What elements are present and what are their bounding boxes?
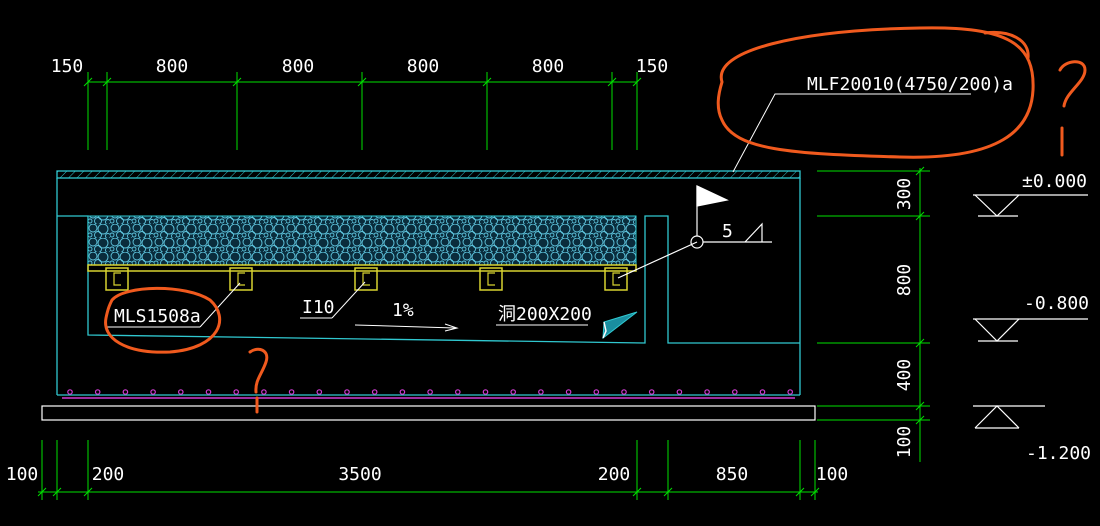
rebar-dot <box>233 389 240 395</box>
annotation-circle-cover-tail <box>983 30 1030 60</box>
rebar-dot <box>648 389 655 395</box>
opening-label: 洞200X200 <box>498 304 592 325</box>
rebar-dot <box>621 389 627 395</box>
rebar-dot <box>538 389 544 395</box>
rebar-dot <box>593 389 600 395</box>
rebar-dot <box>316 389 323 395</box>
drain-structure <box>56 170 801 396</box>
opening-wedge-icon <box>602 311 638 340</box>
dim-bottom-2: 200 <box>92 464 125 485</box>
rebar-dot <box>94 389 101 395</box>
rebar-dot <box>150 389 156 395</box>
rebar-dot <box>178 389 184 395</box>
rebar-dot <box>704 389 710 395</box>
elevation-label-2: -1.200 <box>1026 443 1091 464</box>
right-dimension-chain <box>817 166 930 462</box>
cover-spec-label: MLF20010(4750/200)a <box>807 74 1013 95</box>
bottom-dimension-labels: 100 200 3500 200 850 100 <box>6 464 849 485</box>
weld-size-label: 5 <box>722 221 733 242</box>
support-spec-label: MLS1508a <box>114 306 201 327</box>
beam-label: I10 <box>302 297 335 318</box>
dim-top-5: 800 <box>532 56 565 77</box>
rebar-dot <box>565 389 572 395</box>
annotation-circle-support <box>104 286 221 354</box>
dim-bottom-1: 100 <box>6 464 39 485</box>
hand-annotations <box>104 26 1087 414</box>
base-slab <box>41 405 816 421</box>
dim-bottom-3: 3500 <box>338 464 381 485</box>
dim-top-6: 150 <box>636 56 669 77</box>
rebar-dot <box>399 389 406 395</box>
rebar-dot <box>67 389 73 395</box>
support-leader <box>199 282 241 328</box>
channel-support <box>479 267 503 291</box>
dim-right-1: 300 <box>894 178 915 211</box>
slope-arrow <box>354 324 456 329</box>
rebar-line <box>62 389 795 399</box>
bottom-dimension-chain <box>37 440 820 500</box>
rebar-dot <box>510 389 517 395</box>
elevation-label-1: -0.800 <box>1024 293 1089 314</box>
rebar-dot <box>759 389 766 395</box>
dim-top-3: 800 <box>282 56 315 77</box>
rebar-dot <box>787 389 794 395</box>
channel-support <box>229 267 253 291</box>
dim-top-2: 800 <box>156 56 189 77</box>
annotation-circle-cover <box>716 26 1035 159</box>
top-dimension-labels: 150 800 800 800 800 150 <box>51 56 669 77</box>
rebar-dot <box>676 389 683 395</box>
right-dimension-labels: 300 800 400 100 <box>894 178 915 459</box>
dim-top-1: 150 <box>51 56 84 77</box>
cover-plate <box>56 170 801 179</box>
beam-leader <box>331 281 366 319</box>
channel-support <box>354 267 378 291</box>
elevation-markers <box>973 194 1088 429</box>
rebar-dot <box>371 389 378 395</box>
channel-support <box>105 267 129 291</box>
dim-right-2: 800 <box>894 264 915 297</box>
elevation-label-0: ±0.000 <box>1022 171 1087 192</box>
rebar-dot <box>731 389 738 395</box>
dim-top-4: 800 <box>407 56 440 77</box>
dim-right-3: 400 <box>894 359 915 392</box>
rebar-dot <box>122 389 129 395</box>
gravel-fill <box>87 215 637 266</box>
channel-support <box>604 267 628 291</box>
top-dimension-chain <box>83 72 642 150</box>
rebar-dot <box>261 389 267 395</box>
rebar-dot <box>482 389 489 395</box>
dim-bottom-6: 100 <box>816 464 849 485</box>
dim-bottom-5: 850 <box>716 464 749 485</box>
flag-icon <box>696 185 729 207</box>
dim-right-4: 100 <box>894 426 915 459</box>
dim-bottom-4: 200 <box>598 464 631 485</box>
annotation-hook-icon <box>248 347 269 394</box>
annotation-question-mark-icon <box>1058 60 1087 108</box>
rebar-dot <box>205 389 212 395</box>
channel-supports <box>105 267 628 291</box>
cover-spec-leader <box>732 93 971 173</box>
weld-symbol <box>617 185 772 279</box>
grating-bar <box>87 264 637 272</box>
rebar-dot <box>288 389 295 395</box>
rebar-dot <box>344 389 350 395</box>
slope-label: 1% <box>392 300 414 321</box>
rebar-dot <box>427 389 433 395</box>
rebar-dot <box>454 389 461 395</box>
